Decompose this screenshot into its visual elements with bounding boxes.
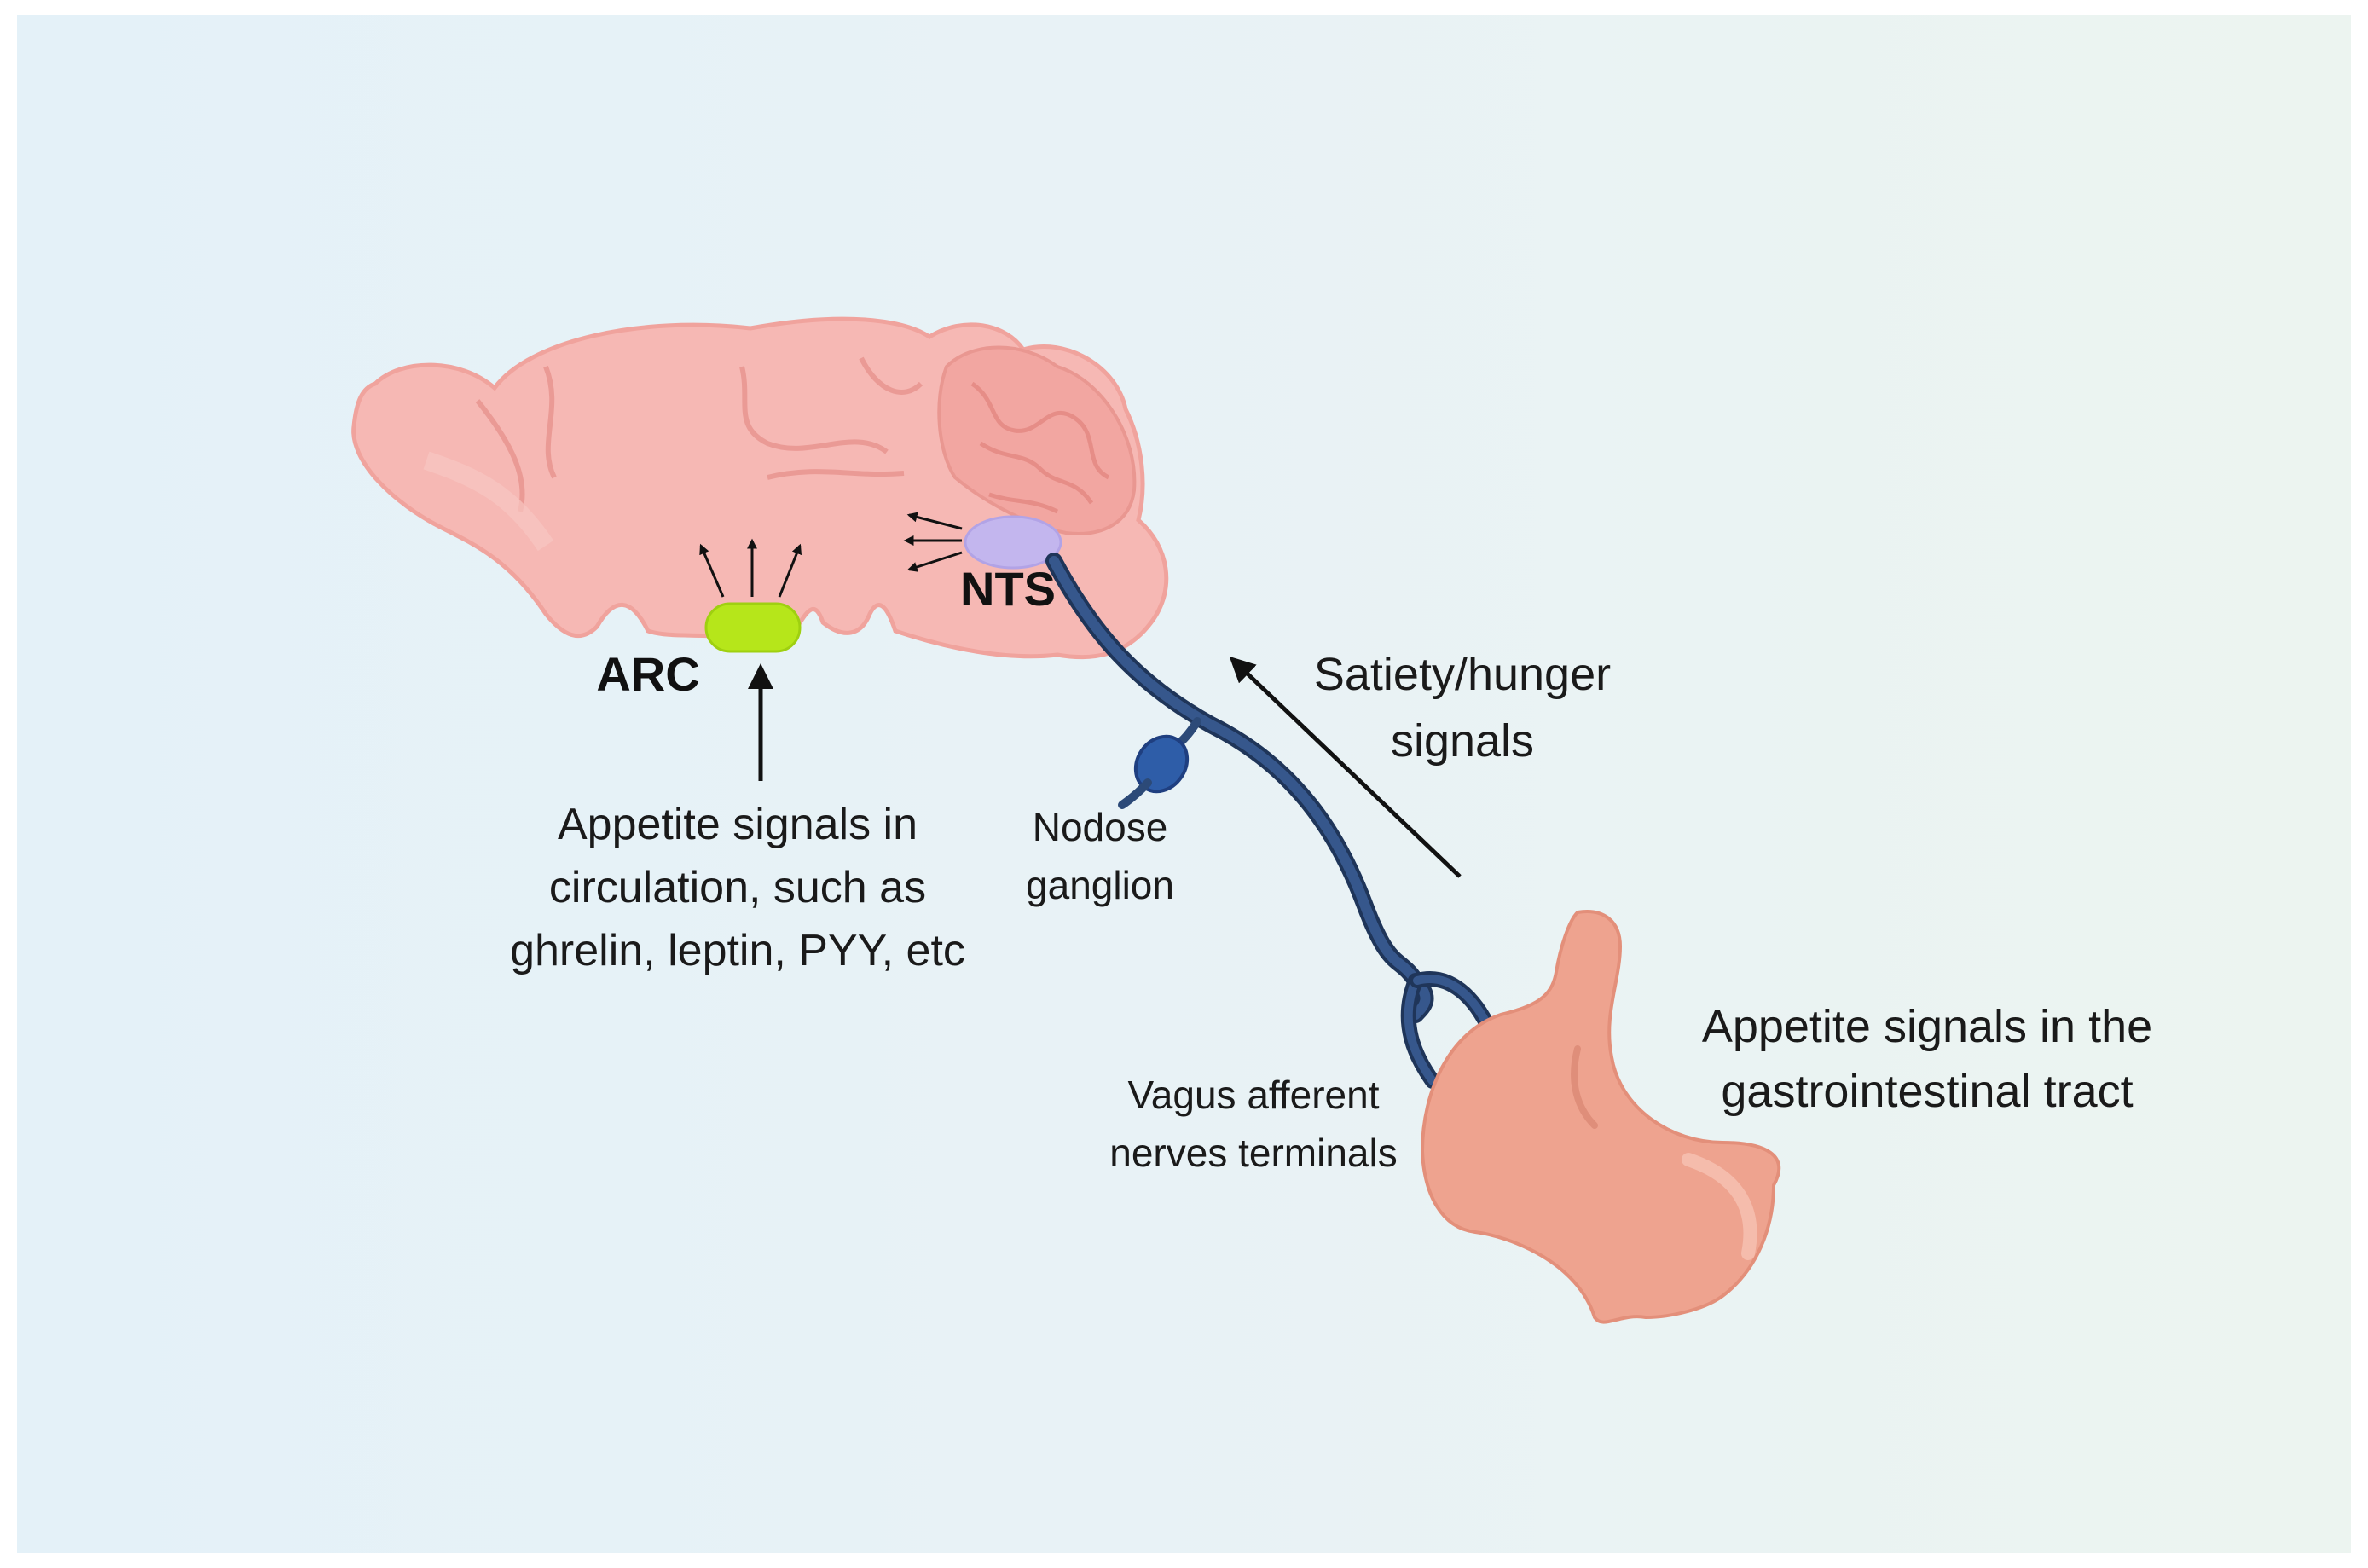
nts-label: NTS: [960, 562, 1056, 616]
nts-nucleus: [964, 515, 1062, 570]
circulation-signals-label: Appetite signals in circulation, such as…: [510, 800, 965, 975]
arc-signal-arrow: [778, 543, 802, 598]
nodose-ganglion-label: Nodose ganglion: [1026, 805, 1174, 907]
diagram-background: [17, 15, 2351, 1553]
satiety-arrow: [1229, 656, 1462, 878]
vagus-nerve-icon: [1045, 553, 1498, 1089]
stomach-icon: [1420, 910, 1781, 1324]
arc-signal-arrow: [699, 543, 725, 598]
brain-icon: [351, 316, 1169, 660]
satiety-hunger-label: Satiety/hunger signals: [1313, 649, 1612, 767]
nodose-ganglion-icon: [1118, 717, 1201, 809]
nts-signal-arrow: [906, 551, 963, 572]
vagus-terminals-label: Vagus afferent nerves terminals: [1109, 1073, 1398, 1175]
gi-signals-label: Appetite signals in the gastrointestinal…: [1701, 1001, 2153, 1117]
arc-label: ARC: [596, 647, 700, 701]
nts-signal-arrow: [906, 512, 963, 530]
arc-nucleus: [704, 602, 802, 653]
